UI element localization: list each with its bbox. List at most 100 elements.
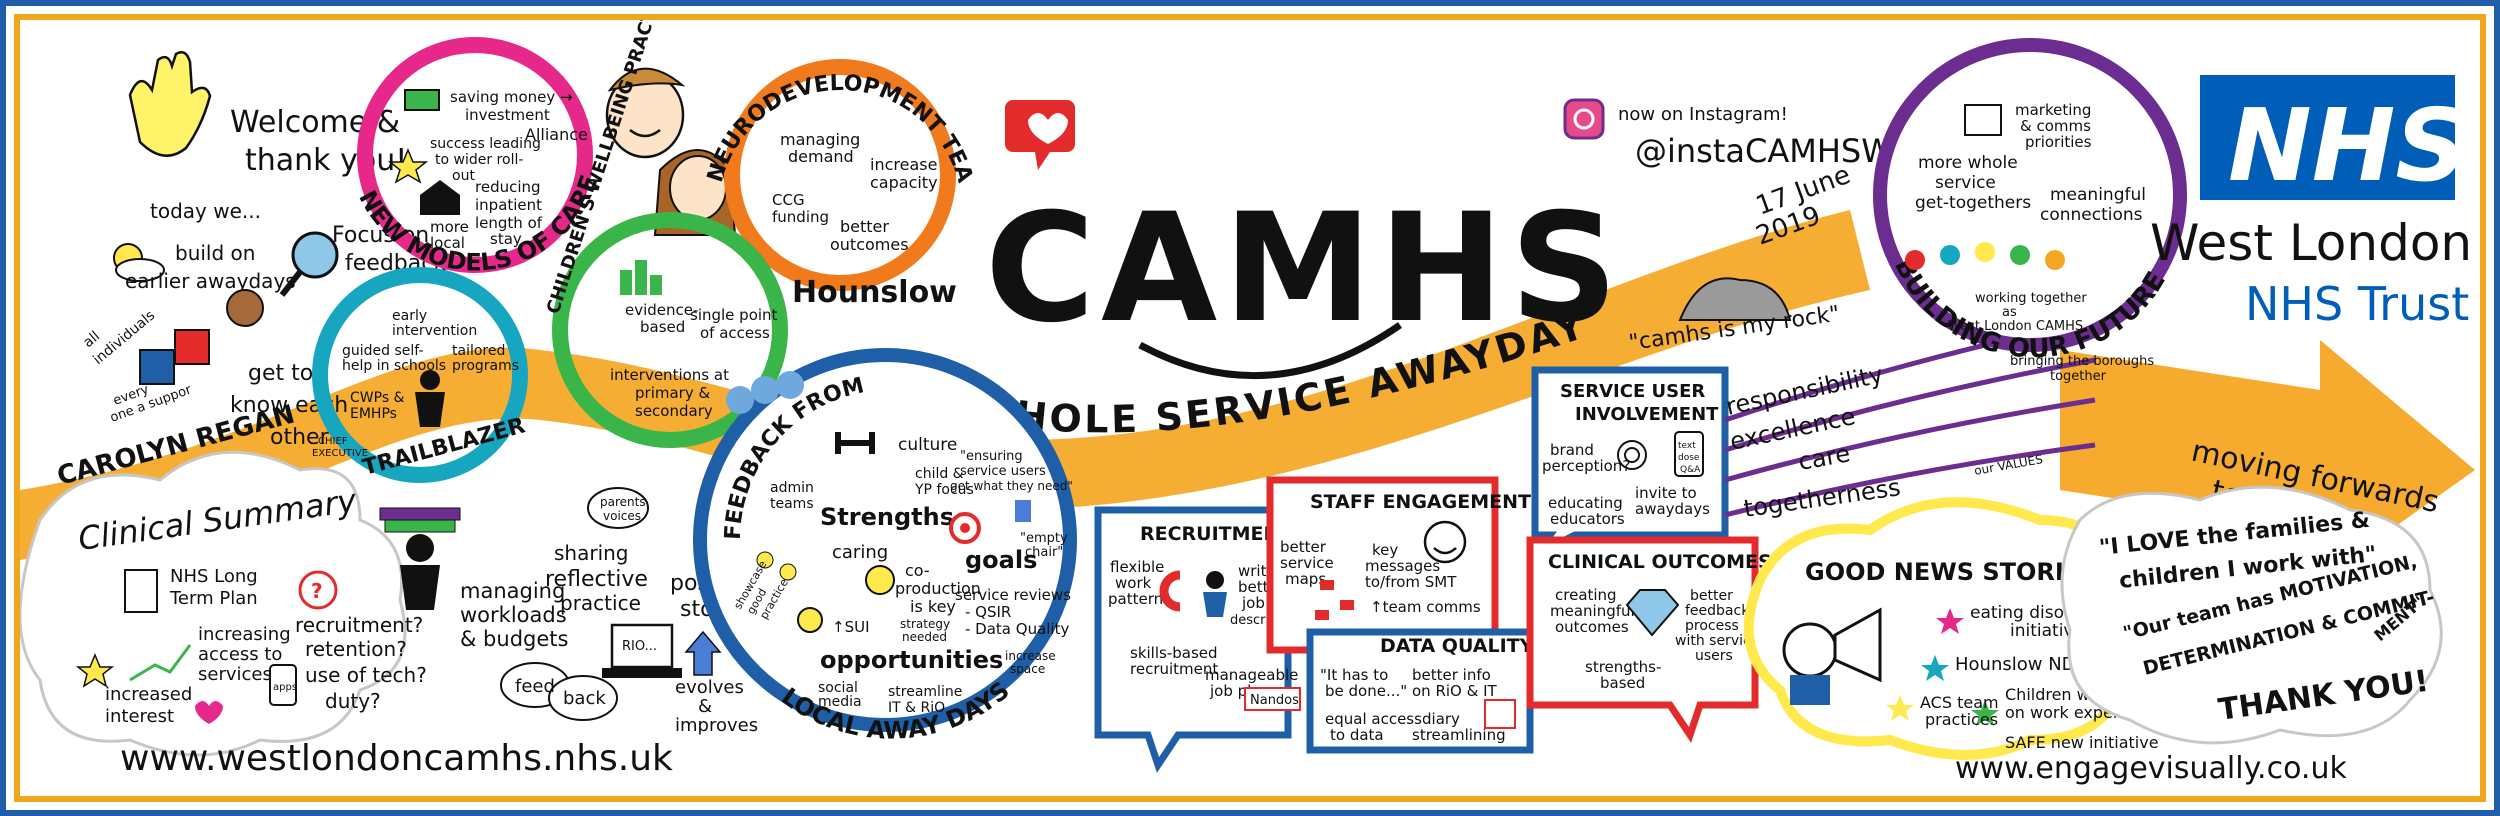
fb-review3: - Data Quality [965,620,1069,638]
gn-item-5: ACS team [1920,693,1999,712]
summary-item-1: Term Plan [169,588,258,609]
fb-empty2: chair" [1025,545,1063,560]
cwp-item-5: primary & [635,384,710,402]
tb-item-6: CWPs & [350,390,405,406]
fb-review2: - QSIR [965,603,1011,621]
nandos-badge [1244,687,1301,711]
fb-co1: co- [905,561,930,580]
nm-item-4: to wider roll- [435,152,523,168]
summary-item-6: interest [105,706,174,727]
cwp-item-2: single point [690,306,778,324]
staff-key2: messages [1365,557,1440,575]
rio-label: RIO... [622,639,657,654]
fb-admin2: teams [770,496,814,512]
clin-b1: better [1690,588,1733,604]
fut-w2: service [1935,173,1996,193]
fut-mc1: meaningful [2050,185,2146,205]
trailblazer-ring [312,267,528,483]
fut-br1: bringing the boroughs [2010,354,2154,369]
checklist-icon [1964,104,2002,136]
sui-q1: text [1678,441,1696,451]
staff-key3: to/from SMT [1365,573,1457,591]
phone-icon [269,664,297,706]
recruitment-head: RECRUITMENT [1140,523,1292,545]
clinical-outcomes-box [1526,536,1759,743]
staff-better2: service [1280,554,1334,572]
nm-item-5: out [452,168,475,184]
reflective-line2: reflective [545,567,648,592]
value-2: care [1796,439,1852,476]
fut-wt1: working together [1975,291,2087,306]
recruitment-box [1094,506,1292,773]
fb-co3: is key [910,597,956,616]
cwp-item-6: secondary [635,402,713,420]
tb-item-0: early [392,308,427,324]
dq-eq2: to data [1330,726,1384,744]
magnifier-icon [279,231,339,297]
smile-curve [1138,322,1402,380]
fut-mc2: connections [2040,205,2143,225]
nm-item-8: length of [475,214,543,232]
fb-culture: culture [898,435,957,455]
clin-b5: users [1695,648,1733,664]
website-link[interactable]: www.westlondoncamhs.nhs.uk [120,738,673,779]
gn-item-1: initiative [2010,621,2084,641]
nm-item-0: saving money → [450,88,573,106]
fb-ensure1: "ensuring [960,449,1023,464]
cwp-item-1: based [640,318,685,336]
question-3: duty? [325,689,381,713]
evolves-line1: evolves [675,677,744,698]
clin-b3: process [1685,618,1739,634]
dq-q1: "It has to [1320,666,1388,684]
sui-brand1: brand [1550,441,1594,459]
summary-role2: EXECUTIVE [312,448,368,459]
staff-better1: better [1280,538,1327,556]
sui-inv1: invite to [1635,484,1697,502]
question-1: retention? [305,637,407,661]
instagram-note: now on Instagram! [1618,104,1788,125]
know-line1: get to [248,361,313,386]
fut-wt2: as [2002,305,2017,320]
summary-cloud [20,450,407,757]
fb-empty1: "empty [1020,531,1068,546]
dq-q2: be done..." [1325,682,1407,700]
gn-item-7: SAFE new initiative [2005,733,2159,752]
rec-write1: write [1238,562,1276,580]
rec-flex3: patterns [1108,590,1171,608]
fb-social1: social [818,680,858,696]
parents-line1: parents [600,495,646,509]
rec-write3: job [1241,594,1265,612]
nm-item-1: investment [465,106,550,124]
megaphone-person-icon [1782,607,1882,705]
credit-link[interactable]: www.engagevisually.co.uk [1955,751,2347,786]
clin-c3: outcomes [1555,618,1629,636]
ndt-item-5: funding [772,208,829,226]
dq-diary1: diary [1422,710,1460,728]
fut-w3: get-togethers [1915,193,2031,213]
rec-flex2: work [1115,574,1152,592]
fb-goals: goals [965,546,1037,574]
back-label: back [563,688,606,709]
tb-item-2: guided self- [342,343,424,359]
target-icon [949,512,981,544]
cwp-item-0: evidence- [625,301,698,319]
feedback-ring [693,348,1077,732]
tb-item-1: intervention [392,323,477,339]
magnet-icon [1159,570,1227,617]
coin-icon [865,565,895,595]
instagram-handle[interactable]: @instaCAMHSWL [1635,132,1911,170]
sui-brand2: perception? [1542,457,1630,475]
smiley-icon [1423,520,1467,564]
quotes-cloud [2060,485,2443,745]
dumbbell-icon [835,432,875,454]
dq-diary2: streamlining [1412,726,1506,744]
fb-sui: ↑SUI [832,618,870,636]
staff-key1: key [1372,541,1398,559]
man-face-icon [605,67,686,159]
question-0: recruitment? [295,613,423,637]
rec-skills1: skills-based [1130,644,1218,662]
tb-item-7: EMHPs [350,406,397,422]
data-quality-box [1306,628,1534,754]
ndt-ring [724,59,956,291]
fb-strat1: strategy [900,617,950,631]
